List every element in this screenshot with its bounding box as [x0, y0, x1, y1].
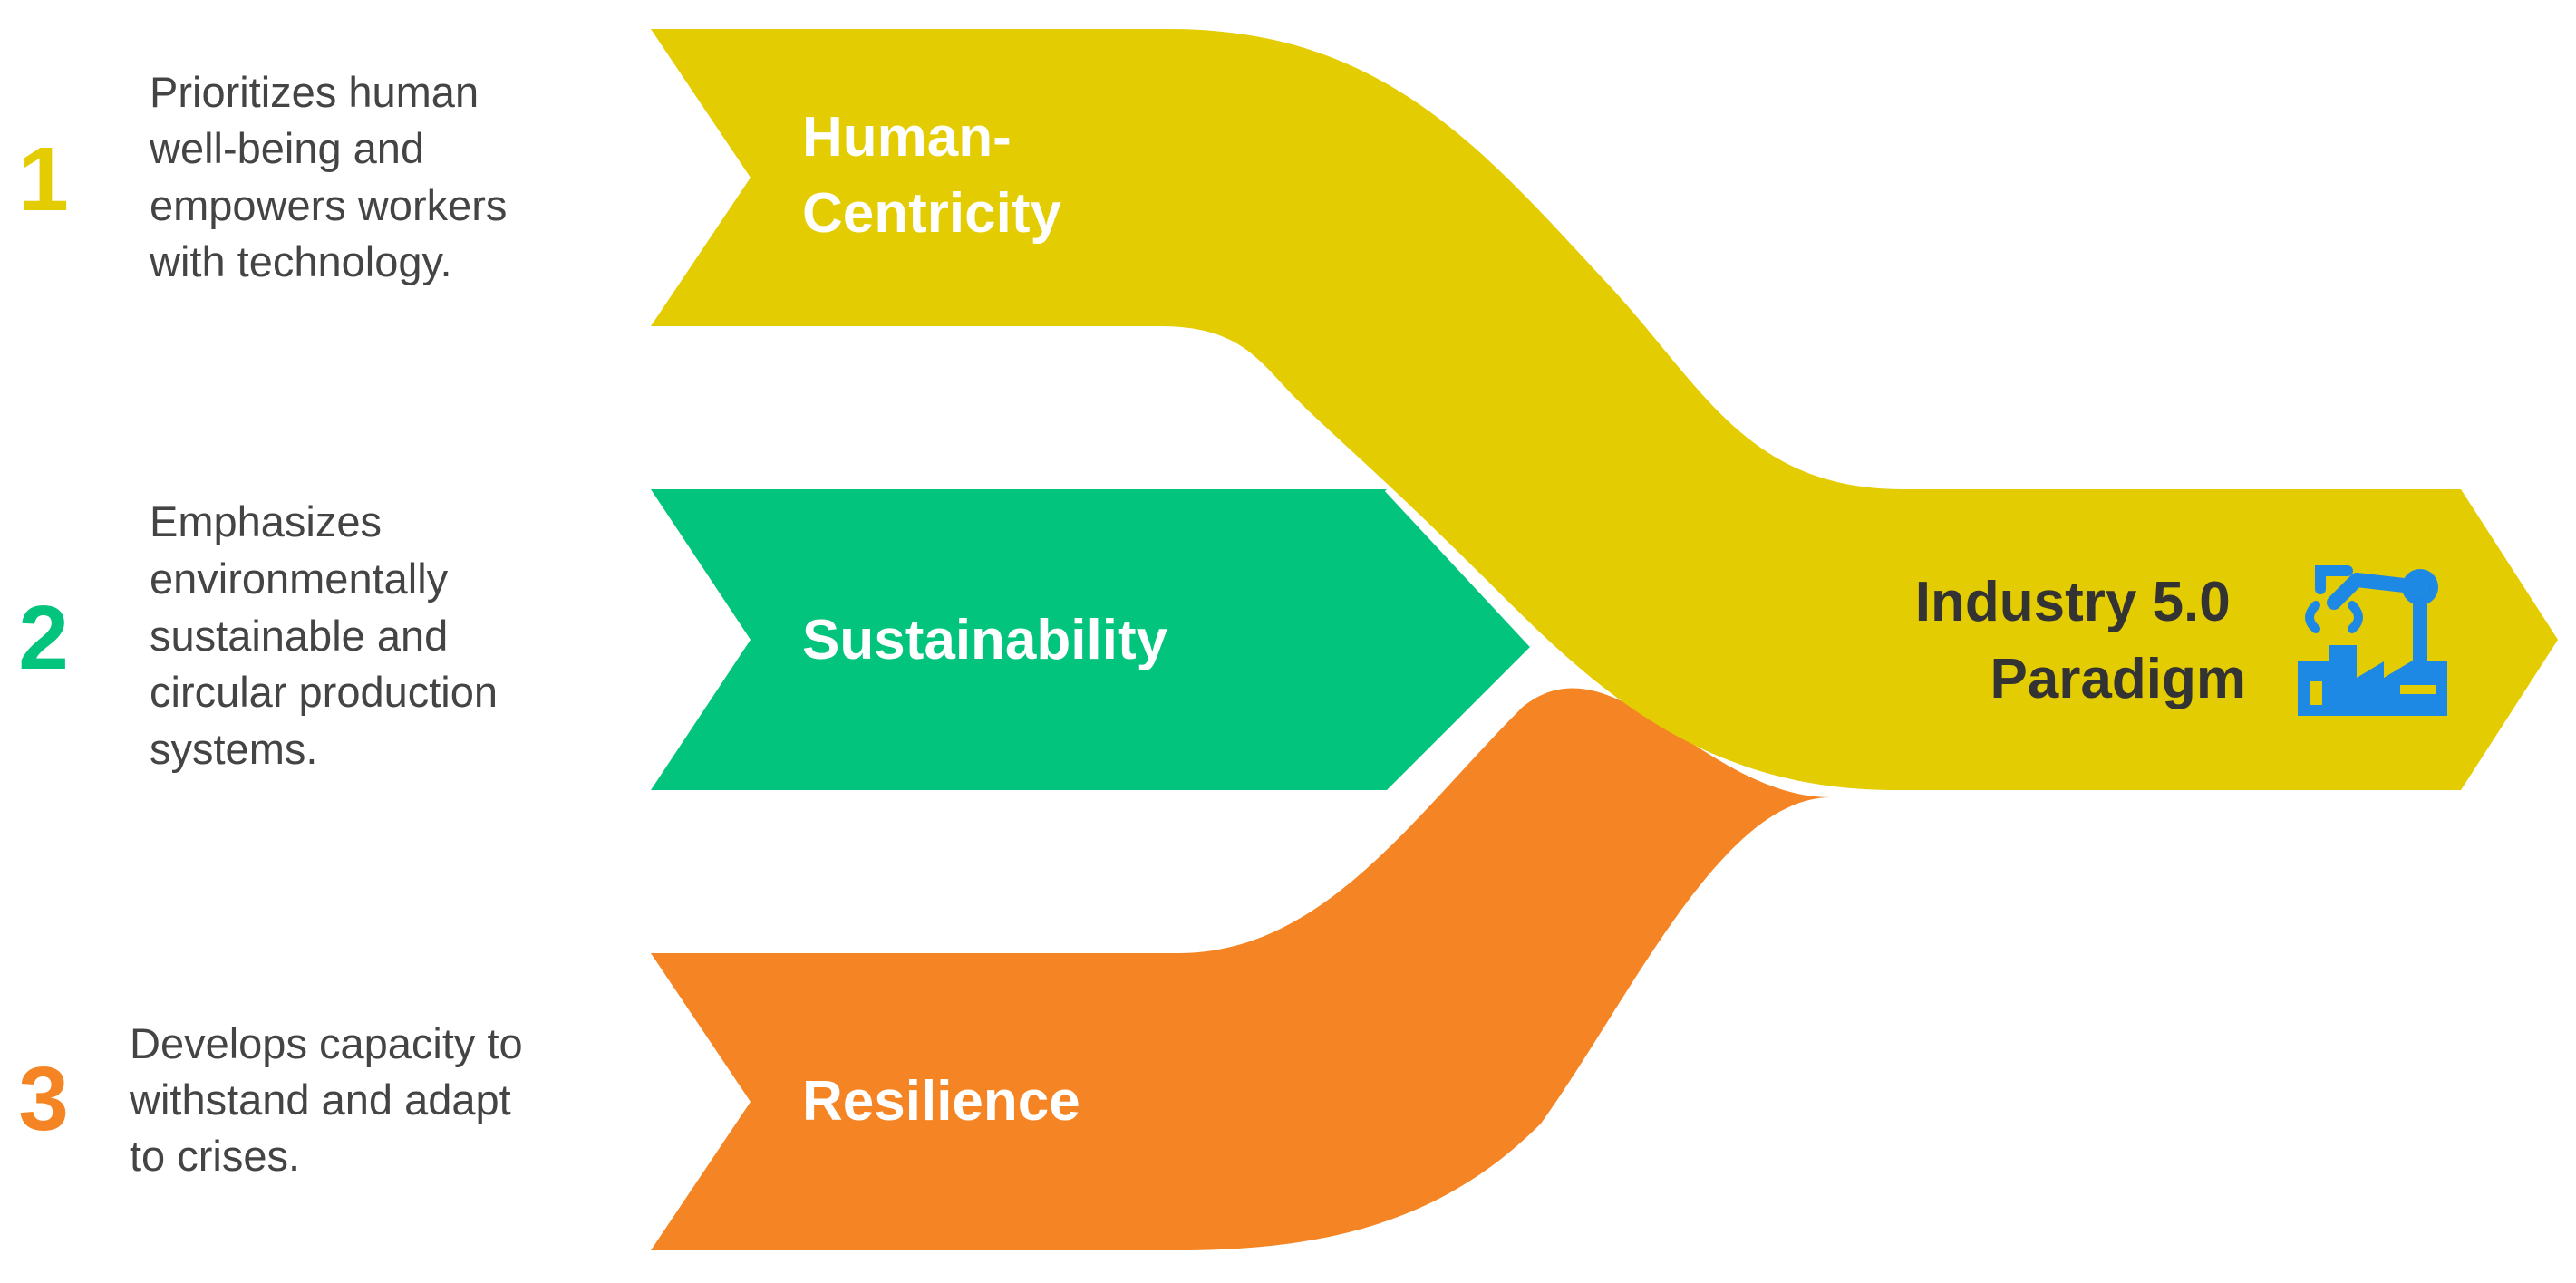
sustainability-title: Sustainability: [802, 609, 1168, 671]
sustainability-arrow: [651, 489, 1532, 790]
step-number-1: 1: [18, 129, 69, 230]
human-centricity-arrow: [651, 29, 2558, 790]
human-centricity-title: Human- Centricity: [802, 106, 1061, 245]
step-number-3: 3: [18, 1048, 69, 1150]
sustainability-description: Emphasizes environmentally sustainable a…: [150, 497, 509, 773]
resilience-title: Resilience: [802, 1070, 1080, 1133]
step-number-2: 2: [18, 587, 69, 689]
resilience-arrow: [651, 688, 1831, 1250]
human-centricity-description: Prioritizes human well-being and empower…: [149, 68, 518, 285]
resilience-description: Develops capacity to withstand and adapt…: [129, 1019, 535, 1180]
factory-robot-arm-icon: [2298, 565, 2447, 716]
industry-5-title: Industry 5.0 Paradigm: [1915, 571, 2246, 710]
merge-separator: [1384, 487, 1535, 648]
